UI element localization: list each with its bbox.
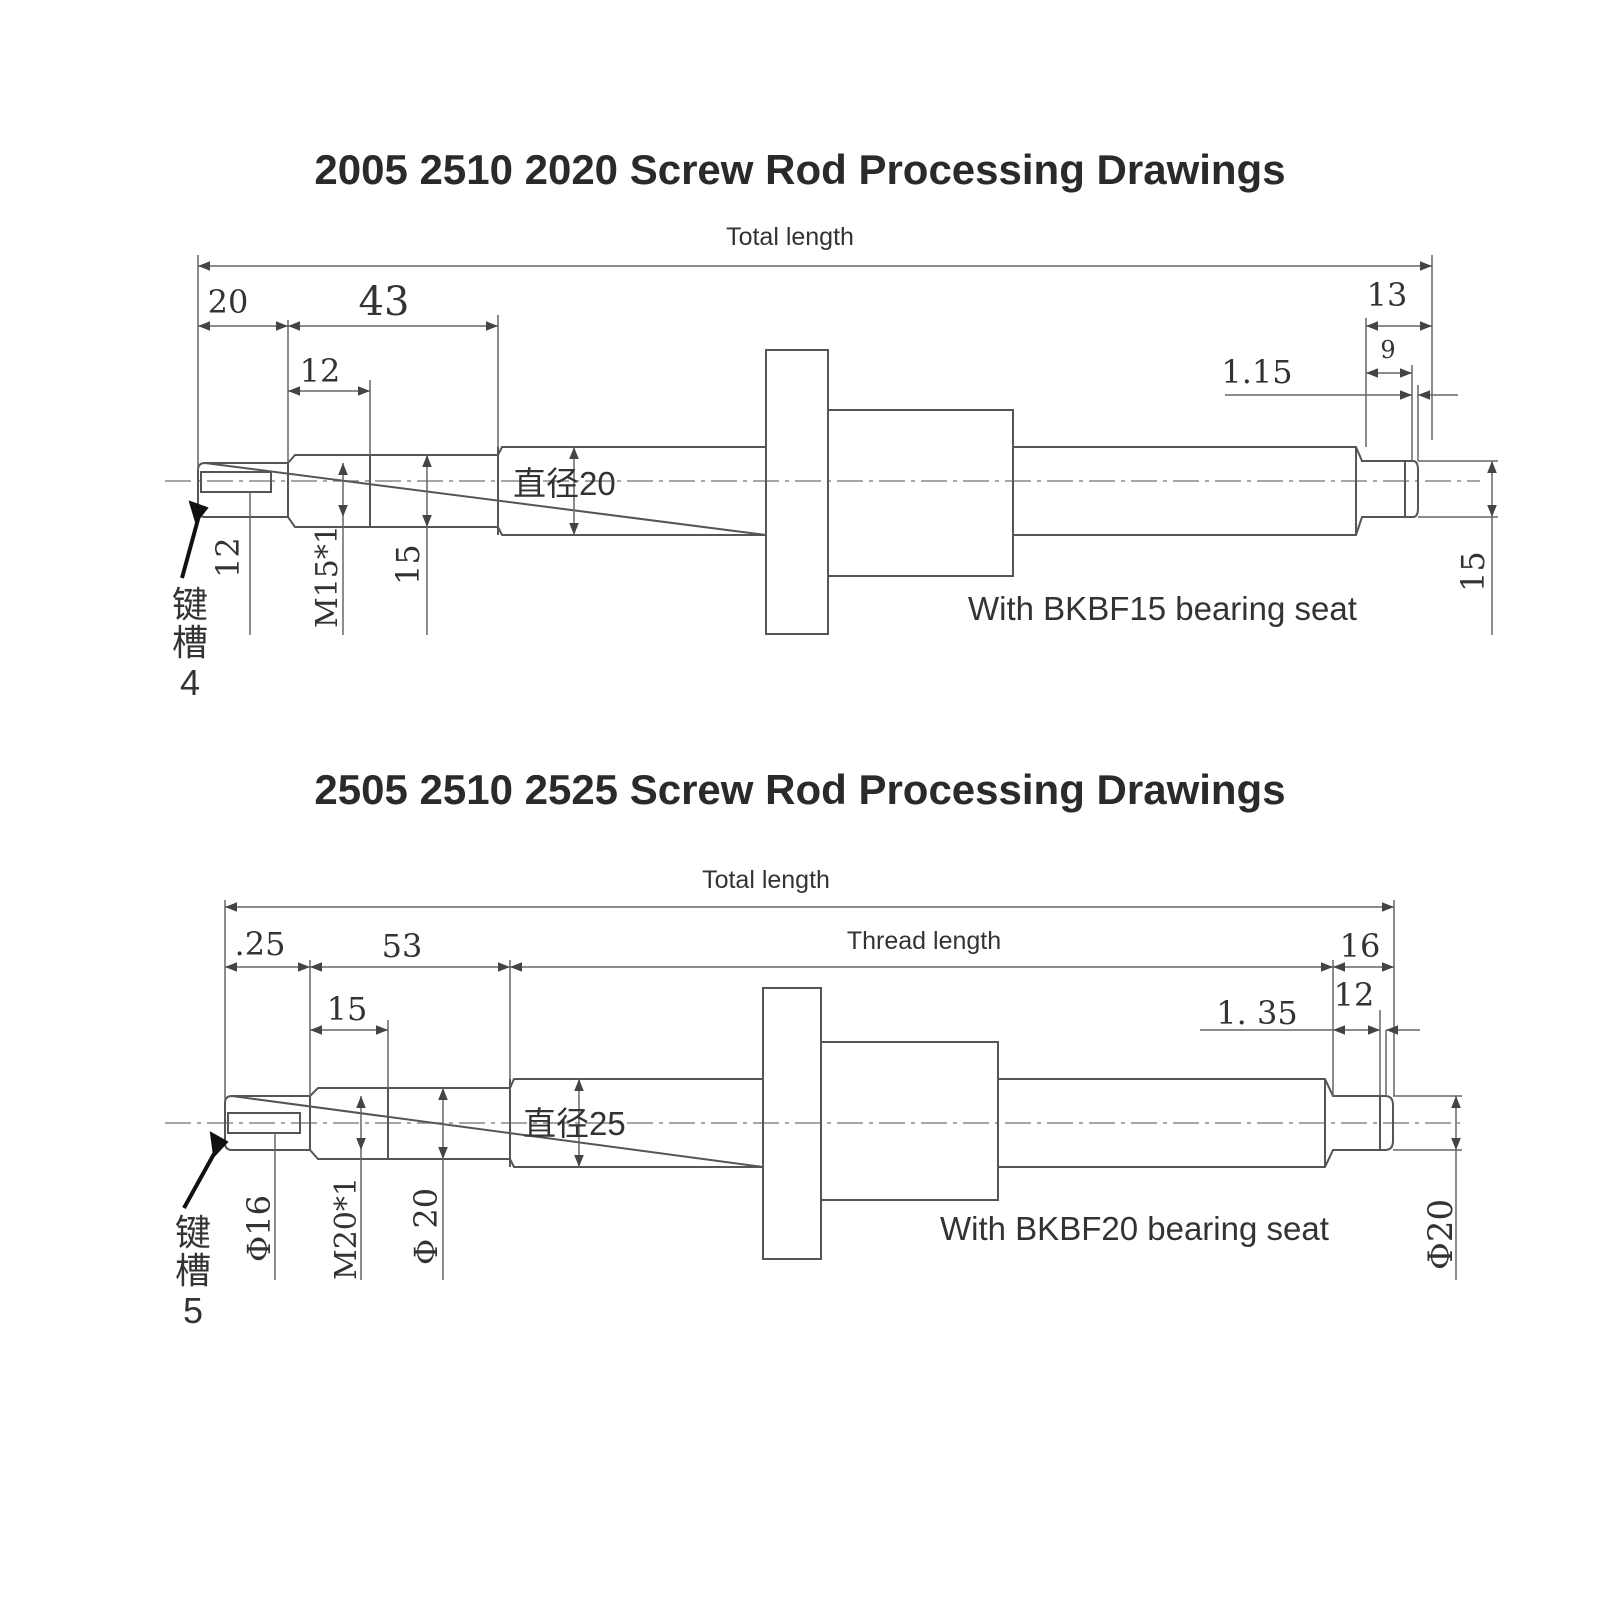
drawing2-thread-length: Thread length bbox=[847, 927, 1001, 955]
drawing1-dim-43: 43 bbox=[359, 279, 410, 325]
drawing1-vdim-m15: M15*1 bbox=[310, 525, 345, 628]
drawing1-bearing-label: With BKBF15 bearing seat bbox=[968, 590, 1357, 627]
drawing2 bbox=[165, 900, 1462, 1280]
drawing1-labels: Total length 20 43 12 13 9 1.15 12 M15*1… bbox=[172, 223, 1492, 703]
drawing1-keyway bbox=[200, 471, 272, 493]
drawing2-keyway-char1: 键 bbox=[175, 1212, 211, 1253]
drawing1-dim-20: 20 bbox=[208, 283, 249, 321]
drawing2-keyway-char2: 槽 bbox=[175, 1250, 211, 1291]
drawing1-diameter: 直径20 bbox=[513, 465, 616, 502]
drawing2-dim-12: 12 bbox=[1334, 976, 1375, 1014]
drawing1-total-length: Total length bbox=[726, 223, 854, 251]
drawing1-nut-flange bbox=[765, 349, 829, 635]
drawing2-vdim-20: Φ 20 bbox=[407, 1188, 445, 1265]
drawing2-total-length: Total length bbox=[702, 866, 830, 894]
drawing2-dim-53: 53 bbox=[382, 927, 423, 965]
drawing1-dim-9: 9 bbox=[1380, 336, 1395, 364]
drawing2-vdim-16: Φ16 bbox=[240, 1195, 278, 1262]
drawing1-keyway-arrow-icon bbox=[180, 511, 202, 579]
drawing1-dim-12: 12 bbox=[300, 352, 341, 390]
drawing2-dim-15: 15 bbox=[327, 990, 368, 1028]
drawing2-labels: Total length Thread length .25 53 15 16 … bbox=[175, 866, 1461, 1331]
drawing1-nut-body bbox=[827, 409, 1014, 577]
drawing2-nut-body bbox=[820, 1041, 999, 1201]
drawing2-diameter: 直径25 bbox=[523, 1105, 626, 1142]
drawing2-keyway-num: 5 bbox=[183, 1290, 203, 1331]
drawing1 bbox=[165, 255, 1498, 635]
drawing2-dim-16: 16 bbox=[1340, 927, 1381, 965]
drawing2-vdim-20-right: Φ20 bbox=[1421, 1199, 1461, 1270]
drawing1-keyway-char2: 槽 bbox=[172, 622, 208, 663]
drawing1-keyway-char1: 键 bbox=[172, 584, 208, 625]
drawing1-keyway-num: 4 bbox=[180, 662, 200, 703]
drawing1-vdim-15-right: 15 bbox=[1454, 551, 1492, 592]
drawing1-dim-13: 13 bbox=[1367, 276, 1408, 314]
drawing1-vdim-12: 12 bbox=[209, 537, 247, 578]
drawing1-dim-1-15: 1.15 bbox=[1221, 353, 1292, 391]
drawing1-shaft-outline bbox=[197, 446, 1419, 536]
drawing1-title: 2005 2510 2020 Screw Rod Processing Draw… bbox=[314, 146, 1286, 193]
drawing1-vdim-15: 15 bbox=[389, 544, 427, 585]
drawing2-dim-1-35: 1. 35 bbox=[1216, 994, 1297, 1032]
drawing2-dim-25: .25 bbox=[235, 925, 286, 963]
drawing2-bearing-label: With BKBF20 bearing seat bbox=[940, 1210, 1329, 1247]
drawing2-vdim-m20: M20*1 bbox=[329, 1177, 364, 1280]
drawing2-keyway bbox=[227, 1112, 301, 1134]
drawing2-title: 2505 2510 2525 Screw Rod Processing Draw… bbox=[314, 766, 1286, 813]
